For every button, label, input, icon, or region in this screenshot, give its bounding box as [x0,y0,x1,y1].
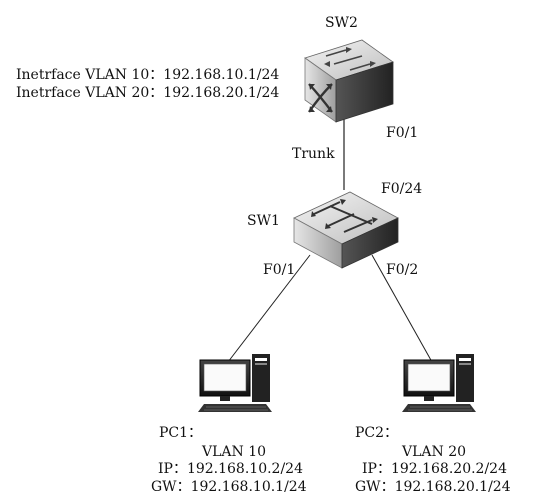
pc2-ip-label: IP：192.168.20.2/24 [362,461,507,477]
trunk-label: Trunk [292,146,335,162]
pc2-vlan-label: VLAN 20 [401,444,466,460]
sw1-pc2-link [371,254,433,363]
layer2-switch-icon [293,191,399,269]
pc1-ip-label: IP：192.168.10.2/24 [158,461,303,477]
sw1-pc1-port-label: F0/1 [263,262,295,278]
layer3-switch-icon [304,39,394,123]
desktop-computer-icon [402,354,476,412]
sw2-name-label: SW2 [325,15,358,31]
sw1-pc1-link [227,254,311,363]
desktop-computer-icon [198,354,272,412]
pc1-vlan-label: VLAN 10 [201,444,266,460]
pc2-gateway-label: GW：192.168.20.1/24 [355,479,511,495]
sw1-name-label: SW1 [247,213,280,229]
sw2-vlan10-interface-label: Inetrface VLAN 10：192.168.10.1/24 [16,67,279,83]
pc2-name-label: PC2： [355,425,398,441]
pc1-name-label: PC1： [159,425,202,441]
sw1-pc2-port-label: F0/2 [386,262,418,278]
sw2-vlan20-interface-label: Inetrface VLAN 20：192.168.20.1/24 [16,85,279,101]
pc1-gateway-label: GW：192.168.10.1/24 [151,479,307,495]
sw2-port-label: F0/1 [386,125,418,141]
sw1-uplink-port-label: F0/24 [381,181,422,197]
